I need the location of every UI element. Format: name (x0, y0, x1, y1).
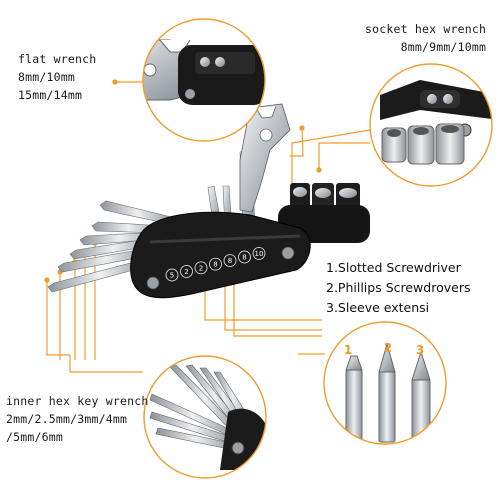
tools-list-item-2: 2.Phillips Screwdrovers (326, 280, 471, 295)
body-number-text: 2 (184, 268, 188, 276)
body-number-text: 8 (242, 254, 246, 262)
body-number-ring (252, 246, 266, 260)
flat-wrench-callout (142, 18, 266, 142)
socket-wrench-label: socket hex wrench 8mm/9mm/10mm (365, 20, 486, 56)
body-number-text: 8 (228, 257, 232, 265)
tools-list-item-1: 1.Slotted Screwdriver (326, 260, 461, 275)
hex-key-label: inner hex key wrench 2mm/2.5mm/3mm/4mm /… (6, 392, 148, 446)
callout-number-1: 1 (344, 343, 352, 357)
multitool-body-group: 5 2 2 8 8 8 10 (47, 103, 370, 299)
callout-number-3: 3 (416, 343, 424, 357)
body-number-ring (209, 257, 222, 271)
hex-key-callout (143, 355, 267, 479)
body-number-ring (238, 250, 251, 264)
callout-number-2: 2 (384, 341, 392, 355)
socket-wrench-title: socket hex wrench (365, 22, 487, 36)
flat-wrench-size-1: 8mm/10mm (18, 70, 75, 84)
body-bolts (146, 246, 295, 290)
flat-wrench-label: flat wrench 8mm/10mm 15mm/14mm (18, 50, 96, 104)
tools-list-item-3: 3.Sleeve extensi (326, 300, 430, 315)
flat-wrench-blade (239, 103, 291, 213)
tools-list: 1.Slotted Screwdriver 2.Phillips Screwdr… (326, 258, 470, 318)
socket-wrench-sizes: 8mm/9mm/10mm (400, 40, 487, 54)
body-shell (130, 211, 311, 299)
hex-key-sizes-1: 2mm/2.5mm/3mm/4mm (6, 412, 128, 426)
body-number-ring (194, 261, 208, 275)
body-number-text: 8 (213, 261, 217, 269)
body-number-ring (180, 264, 193, 278)
body-number-ring (223, 254, 237, 268)
body-number-ring (165, 268, 179, 282)
body-number-text: 10 (255, 250, 264, 258)
socket-callout (369, 63, 493, 187)
hex-key-title: inner hex key wrench (6, 394, 149, 408)
body-number-text: 5 (170, 272, 174, 280)
hex-key-sizes-2: /5mm/6mm (6, 430, 63, 444)
flat-wrench-title: flat wrench (18, 52, 97, 66)
flat-wrench-size-2: 15mm/14mm (18, 88, 83, 102)
body-number-marks: 5 2 2 8 8 8 10 (165, 246, 266, 282)
bits-callout: 1 2 3 (323, 321, 447, 445)
body-number-text: 2 (199, 264, 203, 272)
